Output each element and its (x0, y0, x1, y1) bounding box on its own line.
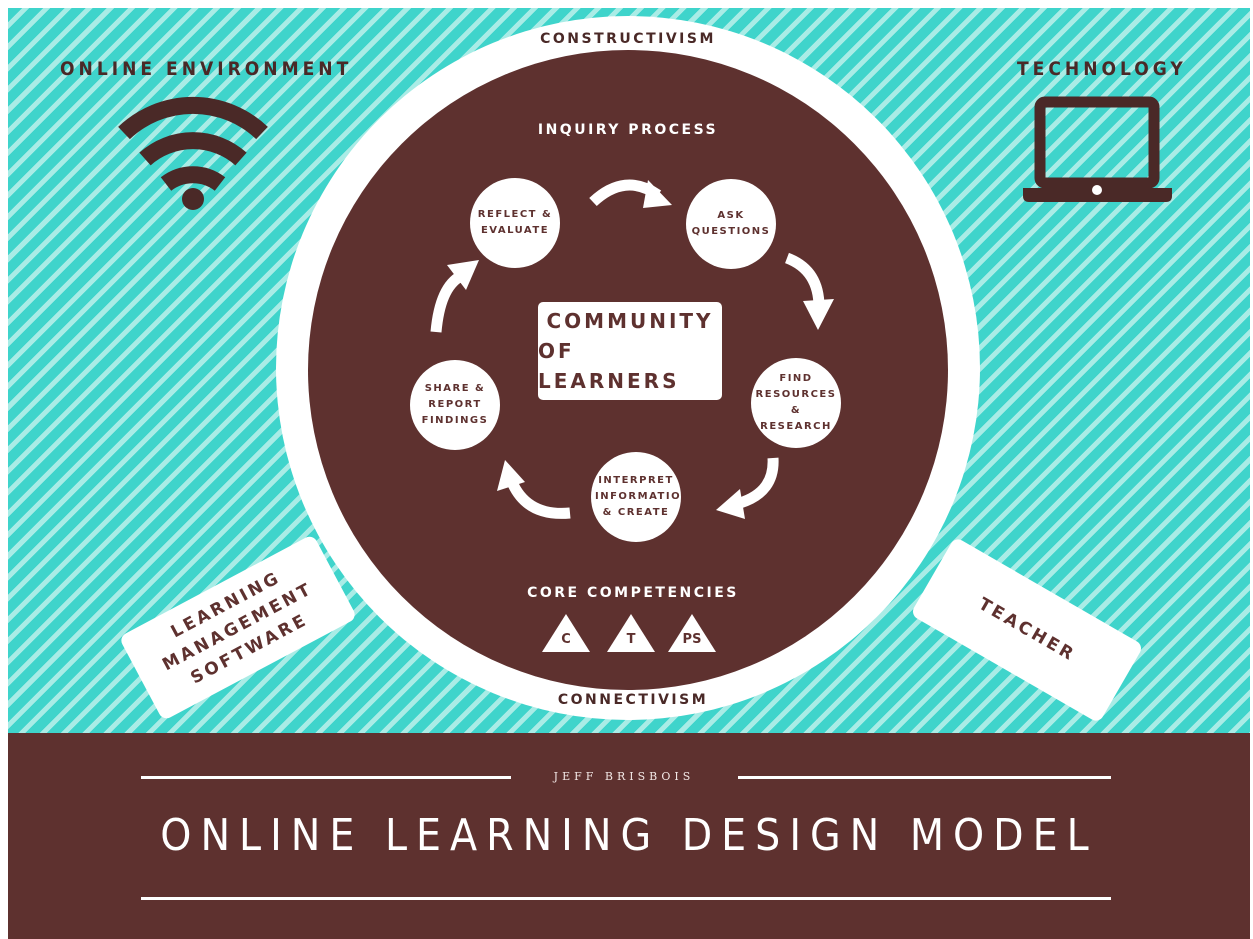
connectivism-label: CONNECTIVISM (557, 692, 709, 708)
step-text: FIND (779, 373, 813, 384)
author-byline: JEFF BRISBOIS (553, 770, 695, 783)
inquiry-process-label: INQUIRY PROCESS (537, 122, 719, 138)
footer-band (8, 733, 1250, 939)
competency-ps: PS (682, 632, 702, 647)
laptop-icon (1023, 96, 1172, 202)
step-text: EVALUATE (480, 225, 550, 236)
competency-c: C (561, 632, 571, 647)
page-title: ONLINE LEARNING DESIGN MODEL (160, 810, 1098, 861)
step-text: & CREATE (602, 507, 670, 518)
step-text: RESOURCES & (755, 389, 837, 416)
center-text: OF LEARNERS (538, 339, 680, 393)
step-text: ASK (717, 210, 745, 221)
step-text: INFORMATION (595, 491, 691, 502)
step-text: SHARE & (424, 383, 486, 394)
community-of-learners-box: COMMUNITY OF LEARNERS (538, 302, 722, 400)
byline-rule-right (738, 776, 1111, 779)
step-ask-questions: ASK QUESTIONS (690, 208, 772, 240)
card-text: TEACHER (975, 593, 1080, 666)
step-circles (410, 178, 841, 542)
competency-t: T (626, 632, 636, 647)
step-text: RESEARCH (760, 421, 832, 432)
step-share-report: SHARE & REPORT FINDINGS (414, 381, 496, 429)
core-competencies-label: CORE COMPETENCIES (527, 585, 739, 601)
step-text: REFLECT & (477, 209, 553, 220)
step-text: INTERPRET (598, 475, 674, 486)
step-find-resources: FIND RESOURCES & RESEARCH (755, 371, 837, 435)
byline-rule-left (141, 776, 511, 779)
constructivism-label: CONSTRUCTIVISM (540, 31, 716, 47)
online-environment-label: ONLINE ENVIRONMENT (60, 58, 353, 80)
footer-rule-bottom (141, 897, 1111, 900)
competency-triangles (542, 614, 716, 652)
cycle-arrows (430, 179, 834, 519)
step-text: FINDINGS (421, 415, 489, 426)
technology-label: TECHNOLOGY (1017, 58, 1187, 80)
wifi-icon (118, 96, 268, 210)
step-text: REPORT (428, 399, 482, 410)
step-text: QUESTIONS (691, 226, 771, 237)
center-text: COMMUNITY (546, 309, 714, 333)
step-interpret-create: INTERPRET INFORMATION & CREATE (595, 473, 691, 521)
step-reflect-evaluate: REFLECT & EVALUATE (474, 207, 556, 239)
